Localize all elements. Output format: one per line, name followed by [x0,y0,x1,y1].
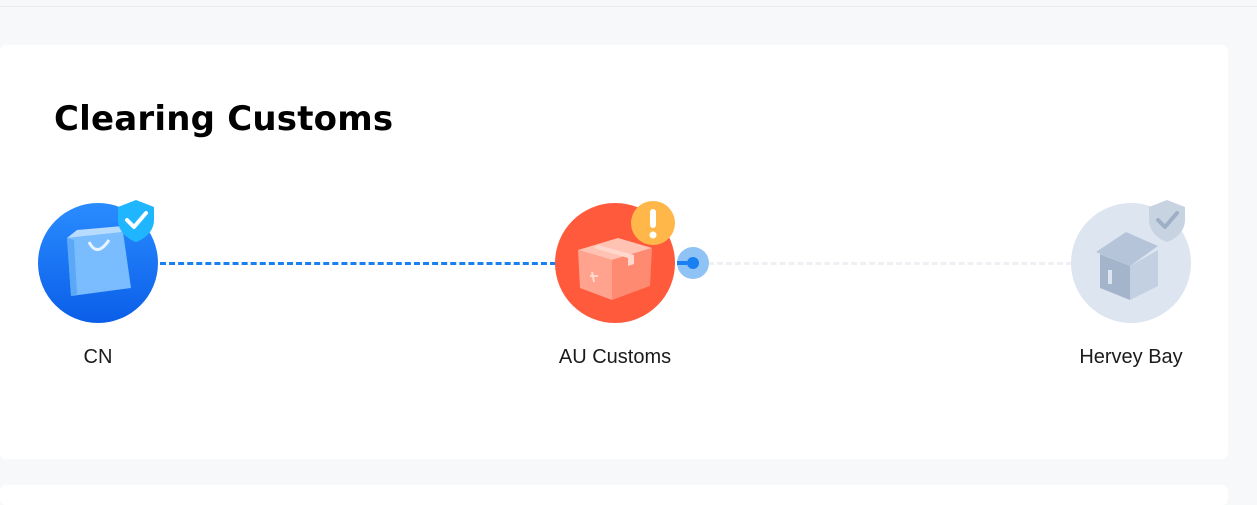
step-customs-label: AU Customs [558,346,672,368]
check-shield-icon [1149,200,1185,242]
progress-track-pending [708,262,1072,265]
step-origin-label: CN [83,346,113,368]
step-destination-label: Hervey Bay [1079,346,1183,368]
step-destination[interactable] [1070,200,1192,324]
marker-dot [687,257,699,269]
top-divider [0,6,1257,7]
step-origin[interactable] [37,200,159,324]
exclamation-icon [631,201,675,245]
progress-track-completed [160,262,556,265]
step-customs[interactable] [554,201,676,324]
check-shield-icon [118,200,154,242]
next-card [0,485,1228,505]
current-position-marker [677,247,709,279]
page-title: Clearing Customs [54,99,394,139]
marker-stub [677,261,687,265]
